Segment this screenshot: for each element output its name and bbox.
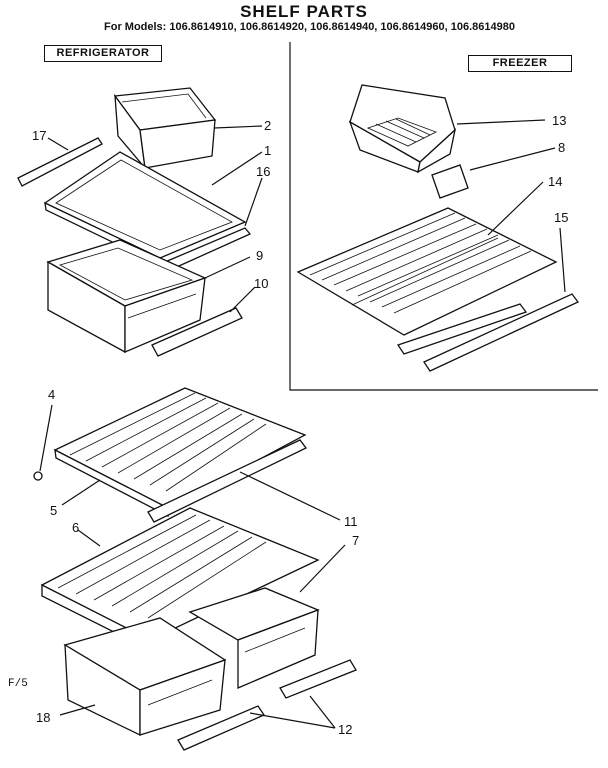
freezer-section-border <box>289 42 598 391</box>
refrigerator-section-label: REFRIGERATOR <box>44 45 162 62</box>
callout-2: 2 <box>264 118 271 133</box>
part-4-screw <box>33 471 43 481</box>
part-11-trim <box>147 439 307 523</box>
callout-7: 7 <box>352 533 359 548</box>
callout-11: 11 <box>344 514 358 529</box>
model-numbers: For Models: 106.8614910, 106.8614920, 10… <box>104 21 516 33</box>
callout-4: 4 <box>48 387 55 402</box>
part-13-basket <box>348 84 457 174</box>
part-8-clip <box>431 164 469 199</box>
callout-15: 15 <box>554 210 568 225</box>
leader-lines <box>39 119 566 729</box>
callout-18: 18 <box>36 710 50 725</box>
part-9-pan <box>46 239 207 354</box>
callout-6: 6 <box>72 520 79 535</box>
footer-code: F/5 <box>8 678 28 690</box>
callout-9: 9 <box>256 248 263 263</box>
callout-1: 1 <box>264 143 271 158</box>
part-14-wire-shelf <box>296 207 558 336</box>
part-15-trims <box>396 293 580 372</box>
callout-labels: 2 1 16 17 9 10 13 8 14 15 4 5 11 6 7 18 … <box>32 113 568 737</box>
callout-17: 17 <box>32 128 46 143</box>
part-2-bin <box>113 87 217 171</box>
part-7-drawer <box>188 587 320 689</box>
callout-8: 8 <box>558 140 565 155</box>
part-17-trim <box>17 137 103 187</box>
callout-14: 14 <box>548 174 562 189</box>
freezer-section-label: FREEZER <box>468 55 572 72</box>
part-18-drawer <box>63 617 227 737</box>
part-5-shelf <box>53 387 307 518</box>
callout-5: 5 <box>50 503 57 518</box>
callout-10: 10 <box>254 276 268 291</box>
part-10-trim <box>151 307 243 357</box>
callout-13: 13 <box>552 113 566 128</box>
callout-12: 12 <box>338 722 352 737</box>
callout-16: 16 <box>256 164 270 179</box>
page-title: SHELF PARTS <box>240 2 368 21</box>
